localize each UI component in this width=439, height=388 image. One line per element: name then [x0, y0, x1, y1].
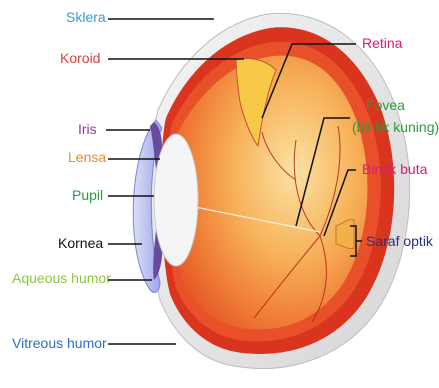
label-iris: Iris [78, 121, 150, 137]
label-sklera-text: Sklera [66, 9, 106, 25]
label-saraf-optik-text: Saraf optik [366, 233, 434, 249]
label-koroid-text: Koroid [60, 50, 100, 66]
label-retina-text: Retina [362, 35, 403, 51]
label-kornea-text: Kornea [58, 235, 103, 251]
label-fovea-text-2: (bintik kuning) [352, 119, 439, 135]
label-bintik-buta-text: Bintik buta [362, 161, 428, 177]
label-sklera: Sklera [66, 9, 214, 25]
label-iris-text: Iris [78, 121, 97, 137]
label-fovea-text-1: Fovea [366, 97, 405, 113]
label-vitreous-text: Vitreous humor [12, 335, 107, 351]
label-aqueous-humor: Aqueous humor [12, 270, 152, 286]
label-lensa-text: Lensa [68, 149, 106, 165]
label-kornea: Kornea [58, 235, 142, 251]
label-aqueous-text: Aqueous humor [12, 270, 111, 286]
label-pupil-text: Pupil [72, 187, 103, 203]
label-vitreous-humor: Vitreous humor [12, 335, 176, 351]
lens [154, 134, 198, 266]
